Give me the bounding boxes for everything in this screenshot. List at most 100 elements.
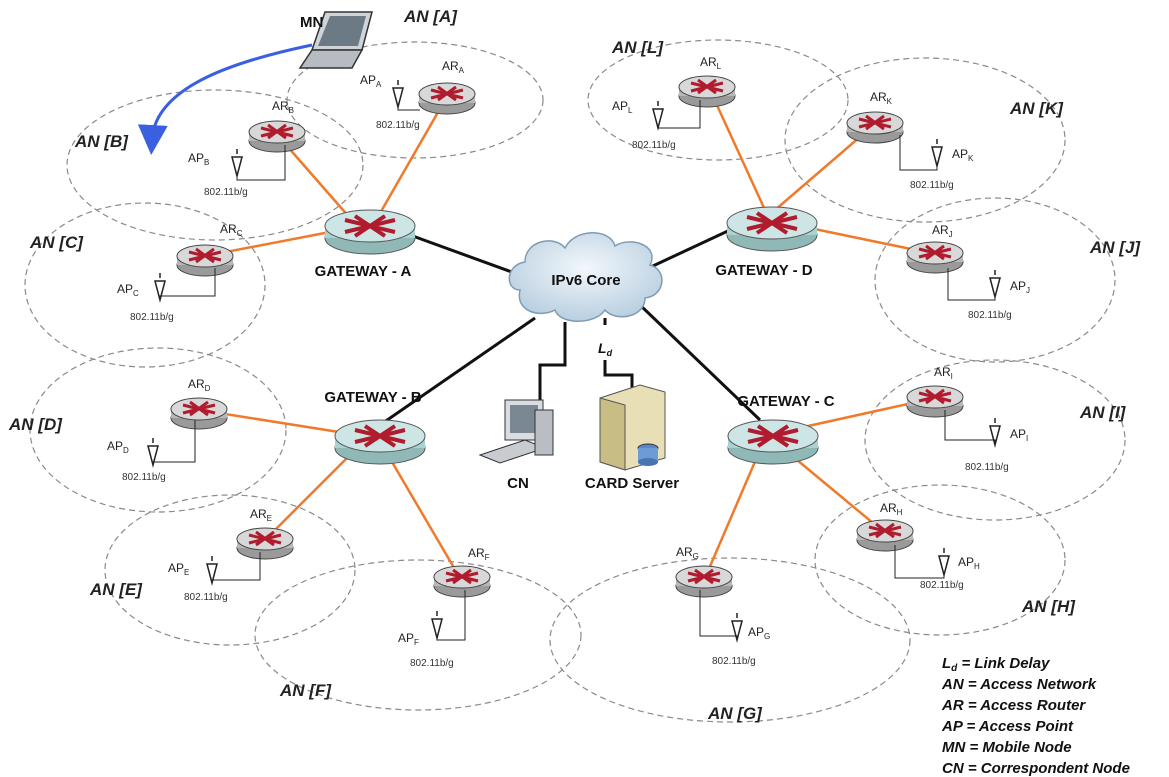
- link-gwA-core: [409, 233, 521, 277]
- antenna-ap-l: [652, 100, 701, 131]
- an-label-l: AN [L]: [611, 38, 664, 57]
- an-ellipse-c: [24, 202, 266, 368]
- ap-label-g: APG: [748, 625, 770, 641]
- an-label-e: AN [E]: [89, 580, 143, 599]
- handover-arrow: [137, 43, 313, 155]
- access-points: [147, 80, 1001, 643]
- gateway-d-label: GATEWAY - D: [715, 262, 812, 279]
- router-ar-i: [906, 385, 964, 418]
- ar-label-j: ARJ: [932, 223, 953, 239]
- router-ar-a: [418, 82, 476, 115]
- an-ellipse-g: [549, 557, 911, 723]
- ap-label-l: APL: [612, 99, 633, 115]
- std-label-k: 802.11b/g: [910, 180, 954, 191]
- legend-ar: AR = Access Router: [941, 697, 1086, 714]
- std-label-j: 802.11b/g: [968, 310, 1012, 321]
- gateway-d-router: [726, 206, 818, 252]
- ap-label-k: APK: [952, 147, 974, 163]
- ar-label-a: ARA: [442, 59, 465, 75]
- router-ar-c: [176, 244, 234, 277]
- an-ellipse-i: [864, 359, 1126, 521]
- an-ellipse-k: [784, 57, 1066, 223]
- antenna-ap-i: [944, 410, 1001, 448]
- link-arG-gwC: [703, 449, 762, 579]
- ar-label-i: ARI: [934, 365, 953, 381]
- router-ar-e: [236, 527, 294, 560]
- an-labels: AN [A] AN [B] AN [C] AN [D] AN [E] AN [F…: [8, 7, 1141, 723]
- core-label: IPv6 Core: [551, 272, 620, 289]
- an-label-b: AN [B]: [74, 132, 129, 151]
- an-ellipse-l: [587, 39, 849, 161]
- router-ar-h: [856, 519, 914, 552]
- router-ar-l: [678, 75, 736, 108]
- std-label-d: 802.11b/g: [122, 472, 166, 483]
- an-ellipse-d: [29, 347, 287, 513]
- std-label-f: 802.11b/g: [410, 658, 454, 669]
- mn-label: MN: [300, 14, 323, 31]
- ar-labels: ARA ARB ARC ARD ARE ARF ARG ARH ARI ARJ …: [188, 55, 953, 562]
- an-label-g: AN [G]: [707, 704, 763, 723]
- antenna-ap-d: [147, 420, 196, 468]
- ar-label-l: ARL: [700, 55, 722, 71]
- router-ar-g: [675, 565, 733, 598]
- link-arB-gwA: [279, 137, 351, 219]
- antenna-ap-b: [231, 145, 286, 181]
- std-label-b: 802.11b/g: [204, 187, 248, 198]
- antenna-ap-j: [947, 268, 1001, 301]
- std-label-i: 802.11b/g: [965, 462, 1009, 473]
- ar-label-b: ARB: [272, 99, 294, 115]
- ap-label-e: APE: [168, 561, 189, 577]
- an-label-f: AN [F]: [279, 681, 332, 700]
- an-label-h: AN [H]: [1021, 597, 1076, 616]
- antenna-ap-a: [392, 80, 420, 111]
- gateway-c-router: [727, 419, 819, 465]
- an-ellipse-f: [254, 559, 582, 711]
- legend: Ld = Link Delay AN = Access Network AR =…: [941, 655, 1130, 777]
- an-label-i: AN [I]: [1079, 403, 1127, 422]
- standard-labels: 802.11b/g 802.11b/g 802.11b/g 802.11b/g …: [122, 120, 1012, 669]
- std-label-a: 802.11b/g: [376, 120, 420, 131]
- std-label-l: 802.11b/g: [632, 140, 676, 151]
- card-server-label: CARD Server: [585, 475, 679, 492]
- gateway-b-label: GATEWAY - B: [324, 389, 421, 406]
- std-label-h: 802.11b/g: [920, 580, 964, 591]
- ar-label-e: ARE: [250, 507, 272, 523]
- antenna-ap-k: [899, 135, 943, 171]
- ap-label-i: API: [1010, 427, 1028, 443]
- gateway-a-label: GATEWAY - A: [315, 263, 412, 280]
- an-ellipse-b: [66, 89, 364, 241]
- legend-ap: AP = Access Point: [941, 718, 1074, 735]
- antenna-ap-f: [431, 590, 466, 641]
- ap-label-d: APD: [107, 439, 129, 455]
- ar-routers: [170, 75, 964, 598]
- ar-label-k: ARK: [870, 90, 893, 106]
- link-delay-label: Ld: [598, 340, 613, 358]
- an-label-d: AN [D]: [8, 415, 63, 434]
- gateway-a-router: [324, 209, 416, 255]
- router-ar-j: [906, 241, 964, 274]
- ar-label-h: ARH: [880, 501, 903, 517]
- ar-label-c: ARC: [220, 222, 243, 238]
- mobile-node-laptop-icon: [298, 11, 373, 69]
- router-ar-b: [248, 120, 306, 153]
- ap-label-j: APJ: [1010, 279, 1030, 295]
- card-server-icon: [599, 384, 666, 471]
- router-ar-f: [433, 565, 491, 598]
- an-label-k: AN [K]: [1009, 99, 1064, 118]
- legend-mn: MN = Mobile Node: [942, 739, 1072, 756]
- antenna-ap-h: [894, 545, 950, 579]
- link-arF-gwB: [383, 449, 462, 579]
- an-label-c: AN [C]: [29, 233, 84, 252]
- link-gwB-core: [379, 316, 536, 427]
- std-label-e: 802.11b/g: [184, 592, 228, 603]
- an-label-a: AN [A]: [403, 7, 458, 26]
- ap-label-b: APB: [188, 151, 209, 167]
- ap-label-h: APH: [958, 555, 980, 571]
- ap-label-f: APF: [398, 631, 419, 647]
- an-label-j: AN [J]: [1089, 238, 1141, 257]
- link-arE-gwB: [264, 449, 356, 541]
- link-gwC-core: [638, 303, 762, 422]
- ar-label-f: ARF: [468, 546, 490, 562]
- router-ar-d: [170, 397, 228, 430]
